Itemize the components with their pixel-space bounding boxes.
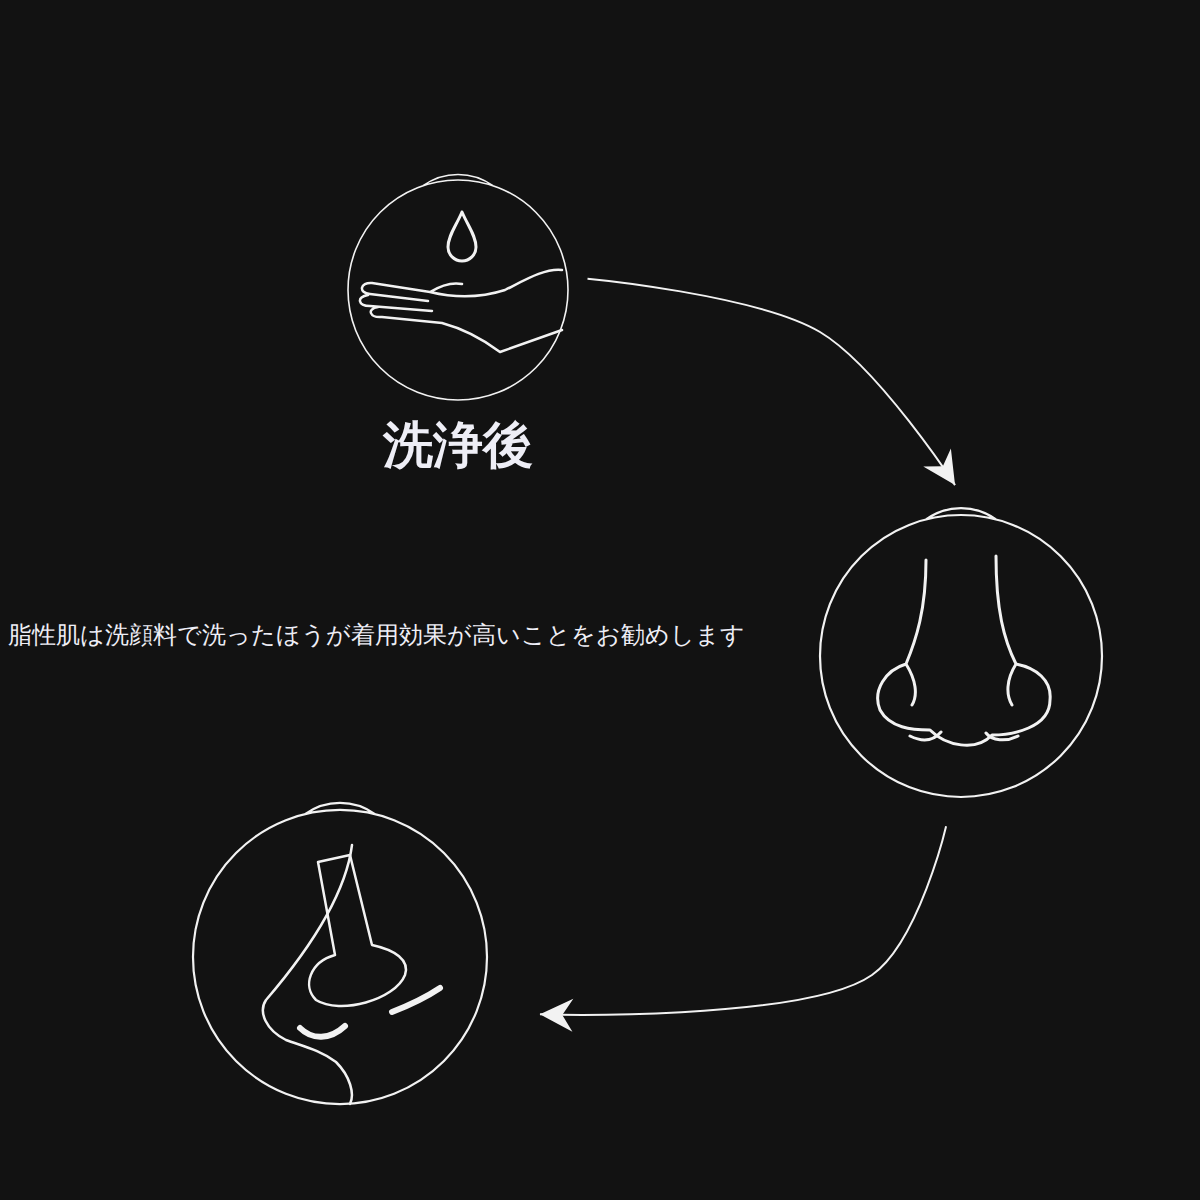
- note-text: 脂性肌は洗顔料で洗ったほうが着用効果が高いことをお勧めします: [8, 620, 745, 650]
- circle-outline-path: [348, 174, 568, 400]
- circle-outline: [0, 500, 1110, 805]
- circle-outline-path: [193, 803, 487, 1104]
- nose-profile-icon: [263, 845, 352, 1104]
- flow-arrow: [588, 279, 956, 485]
- circle-outline-path: [820, 508, 1102, 797]
- step-label: 洗浄後: [330, 165, 586, 473]
- hand-icon: [360, 270, 562, 352]
- nose-icon: [878, 556, 1050, 745]
- nose-strip-icon: [309, 855, 406, 1006]
- water-drop-icon: [448, 212, 476, 261]
- nostril-mark: [392, 988, 440, 1012]
- step-circle: 脂性肌は洗顔料で洗ったほうが着用効果が高いことをお勧めします: [0, 500, 1110, 805]
- nostril-mark: [300, 1026, 345, 1037]
- step-circle: 洗浄後: [330, 165, 586, 485]
- circle-outline: [185, 790, 495, 1110]
- step-circle: [185, 790, 495, 1110]
- flow-arrow: [540, 826, 946, 1014]
